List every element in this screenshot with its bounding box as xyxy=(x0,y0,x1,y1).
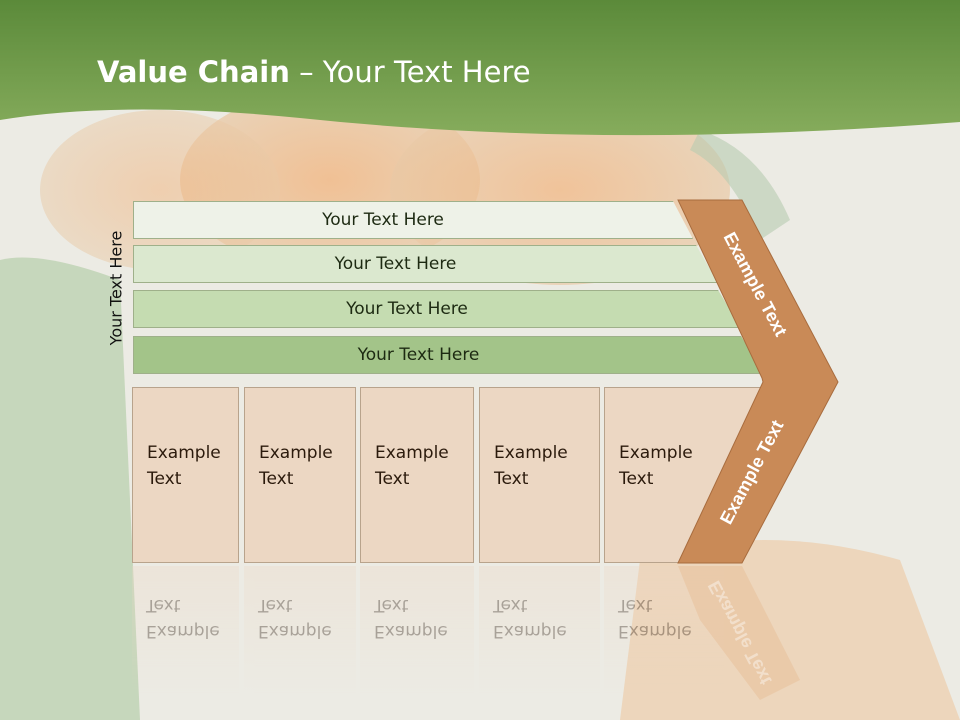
support-row: Your Text Here xyxy=(133,245,718,283)
page-title: Value Chain – Your Text Here xyxy=(97,55,531,89)
support-row: Your Text Here xyxy=(133,336,764,374)
support-row: Your Text Here xyxy=(133,201,693,239)
support-row: Your Text Here xyxy=(133,290,741,328)
margin-chevron-shape xyxy=(677,199,839,564)
margin-chevron-reflection xyxy=(678,566,800,700)
